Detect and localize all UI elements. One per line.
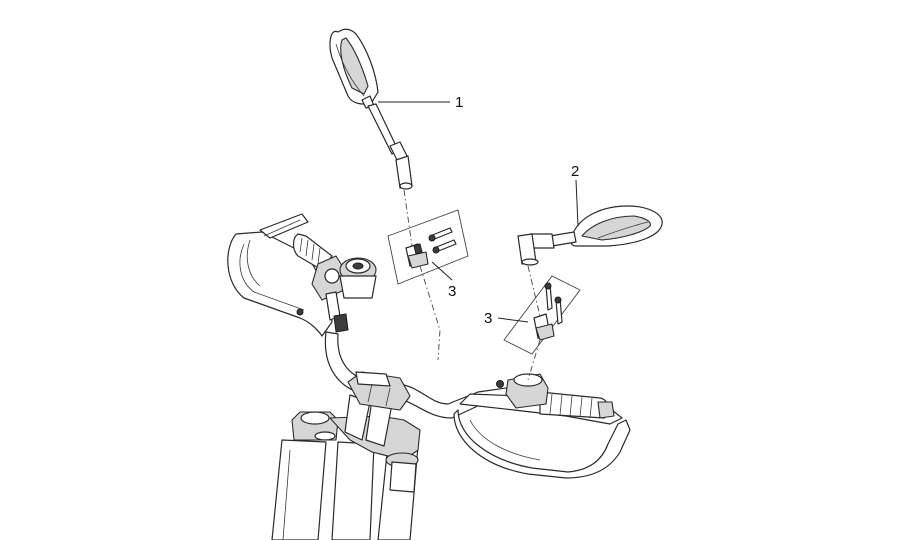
callout-3-right: 3 (484, 310, 492, 327)
mirror-right (517, 205, 663, 266)
callout-1: 1 (455, 94, 463, 111)
right-grip (539, 391, 615, 419)
fork-assembly (271, 394, 421, 540)
left-master-cylinder (339, 257, 377, 299)
clamp-kit-right (503, 275, 581, 355)
leader-lines (378, 101, 579, 323)
assembly-lines (403, 189, 541, 381)
mirror-left (329, 28, 413, 190)
clamp-kit-left (387, 209, 469, 285)
callout-3-left: 3 (448, 283, 456, 300)
callout-2: 2 (571, 163, 579, 180)
